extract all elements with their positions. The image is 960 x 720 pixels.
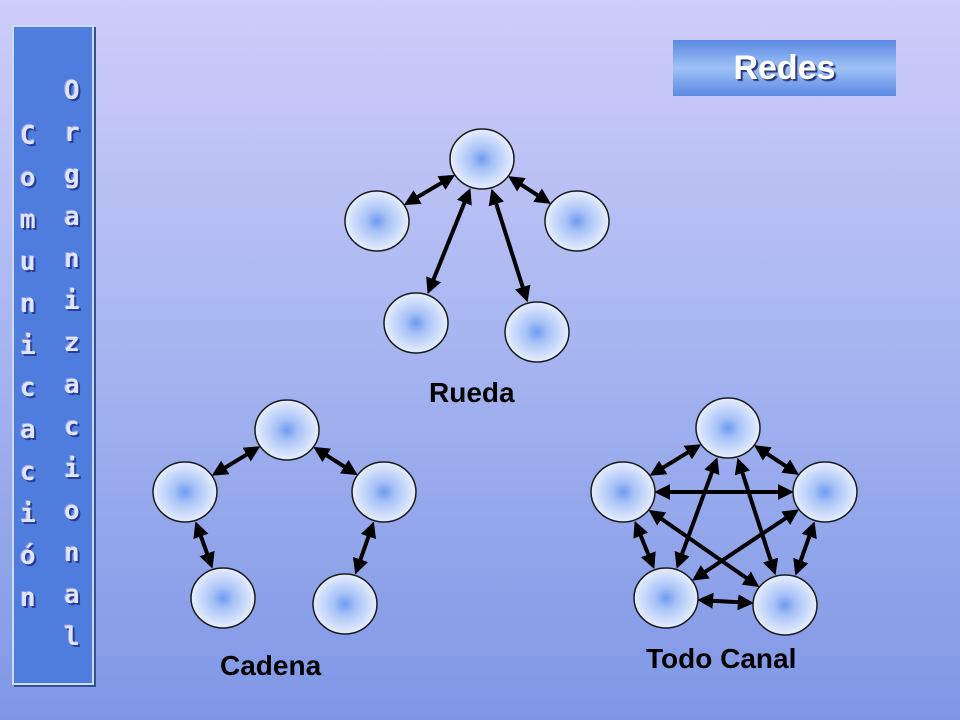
rueda-node	[383, 292, 449, 354]
cadena-node	[190, 567, 256, 629]
comunicacion-letter: n	[20, 289, 36, 319]
label-rueda: Rueda	[429, 377, 515, 408]
todo-canal-link-arrow	[674, 457, 720, 569]
todo-canal-node	[792, 461, 858, 523]
todo-canal-link-arrow	[734, 457, 779, 576]
organizacional-letter: a	[64, 370, 80, 400]
title-banner: Redes	[673, 40, 896, 96]
rueda-node	[344, 190, 410, 252]
label-cadena: Cadena	[220, 650, 322, 681]
rueda-node	[449, 128, 515, 190]
organizacional-letter: n	[64, 538, 80, 568]
todo-canal-link-arrow	[649, 444, 702, 476]
rueda-link-arrow	[488, 188, 531, 303]
cadena-link-arrow	[193, 521, 215, 569]
comunicacion-letter: u	[20, 247, 36, 277]
comunicacion-letter: c	[20, 457, 36, 487]
cadena-node	[152, 461, 218, 523]
organizacional-letter: a	[64, 580, 80, 610]
comunicacion-letter: c	[20, 373, 36, 403]
cadena-node	[312, 573, 378, 635]
todo-canal-link-arrow	[692, 509, 799, 581]
rueda-link-arrow	[508, 176, 551, 204]
todo-canal-link-arrow	[793, 521, 817, 576]
cadena-node	[254, 399, 320, 461]
organizacional-letter: o	[64, 496, 80, 526]
comunicacion-letter: n	[20, 583, 36, 613]
comunicacion-letter: C	[20, 121, 36, 151]
organizacional-letter: a	[64, 202, 80, 232]
organizacional-letter: i	[64, 286, 80, 316]
organizacional-letter: r	[64, 118, 80, 148]
todo-canal-node	[590, 461, 656, 523]
comunicacion-letter: ó	[20, 541, 36, 571]
organizacional-letter: O	[64, 76, 80, 106]
comunicacion-letter: a	[20, 415, 36, 445]
todo-canal-link-arrow	[753, 445, 800, 475]
cadena-link-arrow	[211, 446, 261, 476]
organizacional-letter: n	[64, 244, 80, 274]
comunicacion-letter: i	[20, 331, 36, 361]
rueda-node	[504, 301, 570, 363]
cadena-link-arrow	[313, 446, 358, 476]
comunicacion-letter: m	[20, 205, 36, 235]
todo-canal-link-arrow	[697, 592, 754, 611]
organizacional-letter: l	[64, 622, 80, 652]
organizacional-letter: i	[64, 454, 80, 484]
rueda-link-arrow	[403, 174, 456, 206]
todo-canal-node	[633, 567, 699, 629]
todo-canal-node	[752, 574, 818, 636]
todo-canal-link-arrow	[633, 520, 656, 570]
label-todo-canal: Todo Canal	[646, 643, 797, 674]
organizacional-letter: c	[64, 412, 80, 442]
cadena-link-arrow	[352, 521, 377, 575]
rueda-node	[544, 190, 610, 252]
rueda-link-arrow	[426, 187, 472, 295]
organizacional-letter: g	[64, 160, 80, 190]
organizacional-letter: z	[64, 328, 80, 358]
page-title: Redes	[733, 48, 836, 87]
cadena-node	[351, 461, 417, 523]
comunicacion-letter: i	[20, 499, 36, 529]
todo-canal-node	[695, 397, 761, 459]
comunicacion-letter: o	[20, 163, 36, 193]
